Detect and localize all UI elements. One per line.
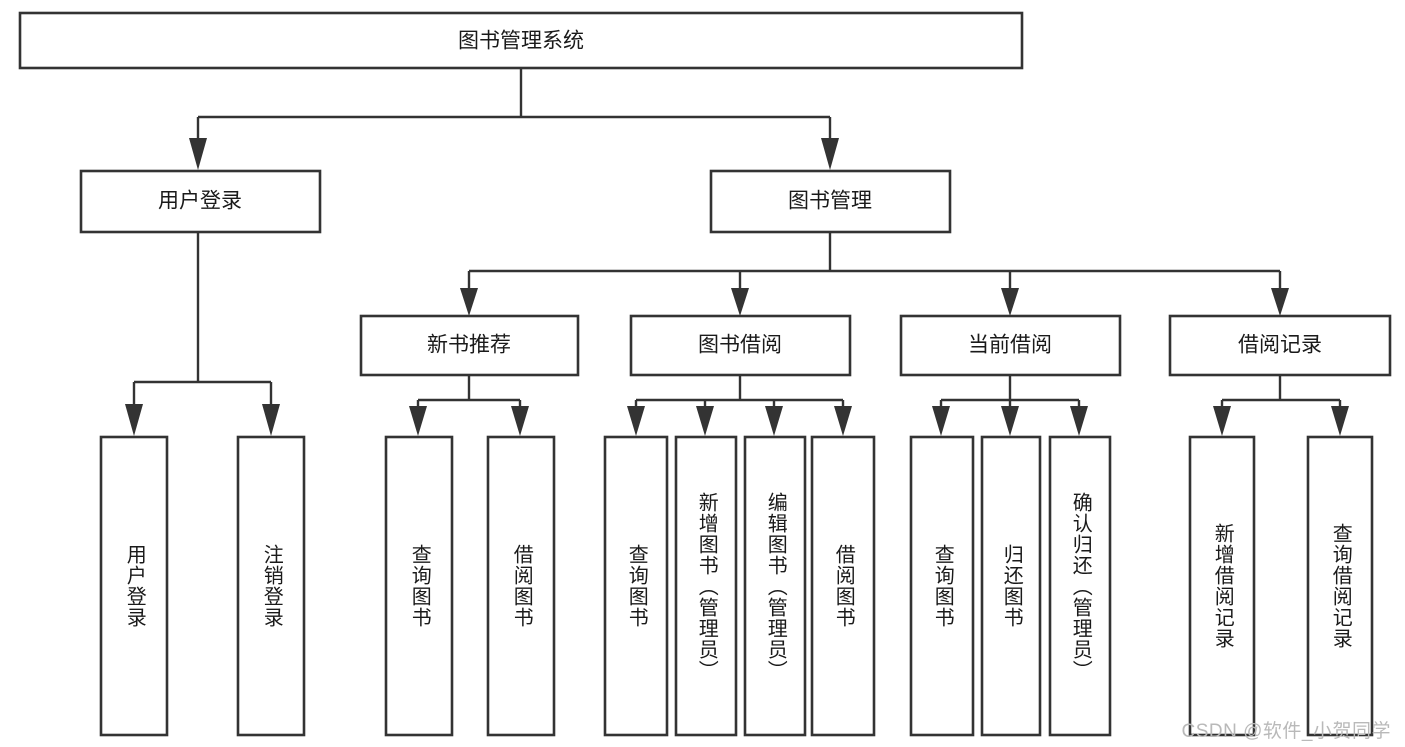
arrowhead-user-login <box>189 138 207 170</box>
node-user-login-label: 用户登录 <box>158 190 242 213</box>
node-root-label: 图书管理系统 <box>458 30 584 53</box>
connector-group-new-book-recommend <box>409 375 529 436</box>
arrowhead-new-book-recommend <box>460 288 478 316</box>
leaf-box-cb-query-book[interactable] <box>909 435 975 737</box>
node-book-manage-label: 图书管理 <box>788 190 872 213</box>
node-book-borrow-box[interactable] <box>629 314 852 377</box>
arrowhead-bb-leaf-2 <box>696 406 714 436</box>
arrowhead-cb-leaf-3 <box>1070 406 1088 436</box>
connector-group-current-borrow <box>932 375 1088 436</box>
arrowhead-br-leaf-1 <box>1213 406 1231 436</box>
arrowhead-current-borrow <box>1001 288 1019 316</box>
node-new-book-recommend[interactable]: 新书推荐 <box>359 314 580 377</box>
node-new-book-recommend-box[interactable] <box>359 314 580 377</box>
leaf-box-bb-add-book[interactable] <box>674 435 738 737</box>
node-user-login[interactable]: 用户登录 <box>79 169 322 234</box>
node-borrow-record-label: 借阅记录 <box>1238 334 1322 357</box>
node-borrow-record-box[interactable] <box>1168 314 1392 377</box>
arrowhead-bb-leaf-3 <box>765 406 783 436</box>
connector-group-book-borrow <box>627 375 852 436</box>
arrowhead-book-borrow <box>731 288 749 316</box>
leaf-box-nbr-borrow-book[interactable] <box>486 435 556 737</box>
watermark-text: CSDN @软件_小贺同学 <box>1181 721 1391 742</box>
arrowhead-book-manage <box>821 138 839 170</box>
arrowhead-bb-leaf-1 <box>627 406 645 436</box>
node-borrow-record[interactable]: 借阅记录 <box>1168 314 1392 377</box>
arrowhead-borrow-record <box>1271 288 1289 316</box>
leaf-box-nbr-query-book[interactable] <box>384 435 454 737</box>
node-book-borrow[interactable]: 图书借阅 <box>629 314 852 377</box>
leaf-box-br-query-record[interactable] <box>1306 435 1374 737</box>
node-root-box[interactable] <box>18 11 1024 70</box>
node-current-borrow-box[interactable] <box>899 314 1122 377</box>
arrowhead-nbr-leaf-2 <box>511 406 529 436</box>
leaf-box-bb-borrow-book[interactable] <box>810 435 876 737</box>
node-book-manage[interactable]: 图书管理 <box>709 169 952 234</box>
leaf-box-bb-edit-book[interactable] <box>743 435 807 737</box>
node-current-borrow[interactable]: 当前借阅 <box>899 314 1122 377</box>
connector-group-book-manage <box>460 232 1289 316</box>
arrowhead-nbr-leaf-1 <box>409 406 427 436</box>
leaf-box-bb-query-book[interactable] <box>603 435 669 737</box>
node-new-book-recommend-label: 新书推荐 <box>427 334 511 357</box>
arrowhead-leaf-user-login <box>125 404 143 436</box>
arrowhead-br-leaf-2 <box>1331 406 1349 436</box>
node-user-login-box[interactable] <box>79 169 322 234</box>
arrowhead-cb-leaf-2 <box>1001 406 1019 436</box>
arrowhead-leaf-logout <box>262 404 280 436</box>
leaf-box-user-login[interactable] <box>99 435 169 737</box>
connector-group-borrow-record <box>1213 375 1349 436</box>
arrowhead-bb-leaf-4 <box>834 406 852 436</box>
connector-group-user-login <box>125 232 280 436</box>
node-book-borrow-label: 图书借阅 <box>698 334 782 357</box>
leaf-box-br-add-record[interactable] <box>1188 435 1256 737</box>
arrowhead-cb-leaf-1 <box>932 406 950 436</box>
leaf-box-cb-return-book[interactable] <box>980 435 1042 737</box>
leaf-box-logout[interactable] <box>236 435 306 737</box>
node-root[interactable]: 图书管理系统 <box>18 11 1024 70</box>
leaf-box-cb-confirm-return[interactable] <box>1048 435 1112 737</box>
node-book-manage-box[interactable] <box>709 169 952 234</box>
node-current-borrow-label: 当前借阅 <box>968 334 1052 357</box>
connector-group-root <box>189 68 839 170</box>
